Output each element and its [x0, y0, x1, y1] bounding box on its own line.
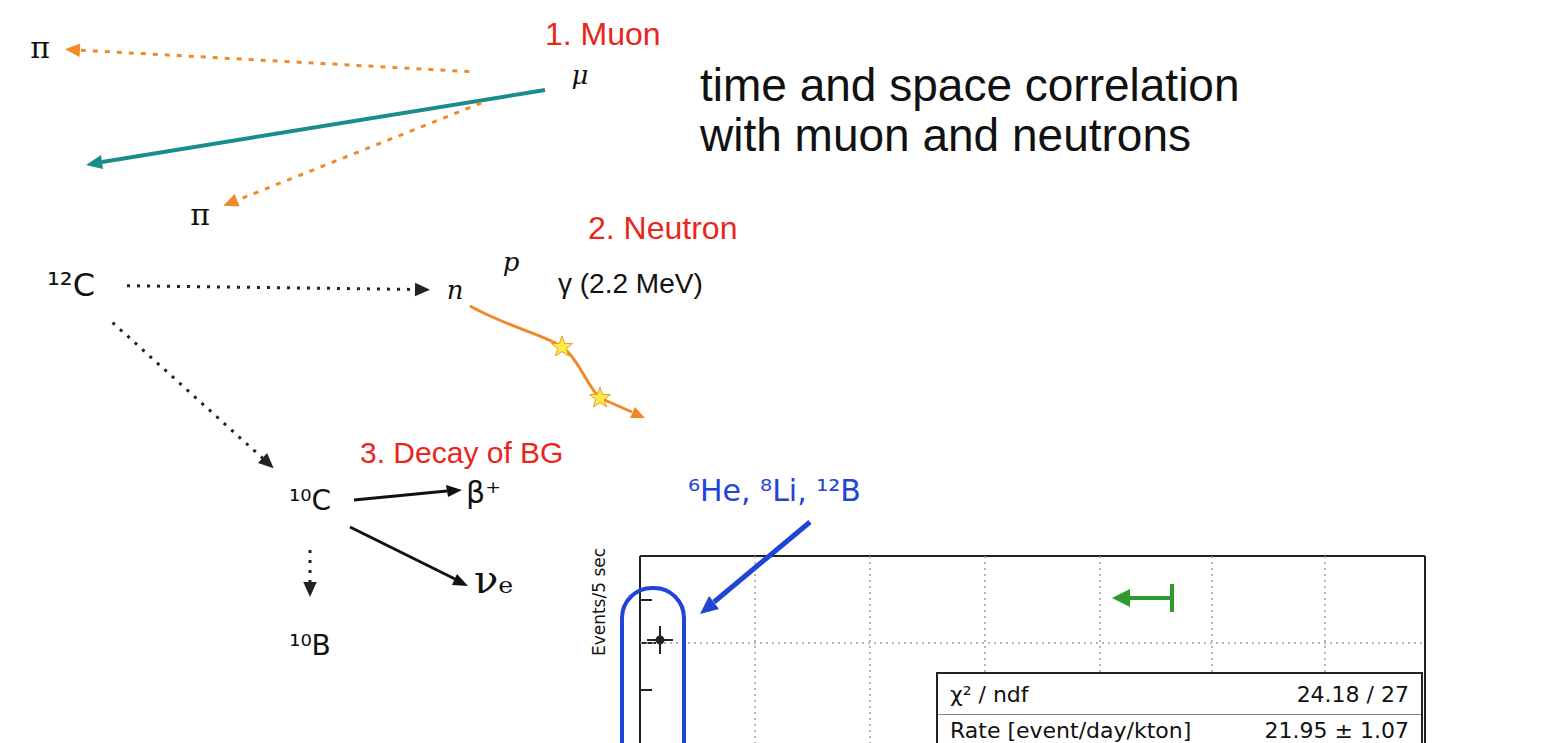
shape-fill [243, 418, 568, 703]
node-symbol: p [503, 249, 520, 275]
connector-line [127, 286, 415, 290]
cut-arrow [1112, 584, 1172, 612]
connector [303, 550, 317, 597]
arrow-head [65, 43, 80, 56]
chart-grid [640, 556, 1425, 743]
label-holder: Events/5 sec [590, 547, 612, 657]
label-holder: time and space correlation with muon and… [700, 60, 1280, 160]
text-holder: ¹⁰B [264, 600, 356, 692]
arrow-head [415, 283, 430, 296]
stats-text: χ² / ndf [950, 682, 1029, 707]
text-holder: n [433, 268, 477, 312]
connector [127, 283, 430, 296]
region-heading: 3. Decay of BG [360, 436, 563, 469]
label-holder: νₑ [474, 556, 514, 602]
text-holder: 2. Neutron [588, 210, 737, 247]
shape-fill [18, 232, 124, 338]
arrow-head [303, 582, 317, 597]
stats-cell: Rate [event/day/kton] [950, 718, 1191, 743]
axis-label: Events/5 sec [589, 548, 609, 656]
beta-arrow [354, 485, 462, 500]
connector [113, 323, 274, 469]
shape-fill [179, 194, 221, 236]
nucleus-circle: ¹²C [18, 232, 124, 338]
pointer-arrow [700, 522, 810, 614]
text-holder: p [489, 240, 533, 284]
muon-circle: μ [559, 54, 601, 96]
particle-label: νₑ [474, 556, 514, 602]
pi-circle: π [18, 26, 62, 70]
neutron-circle: n [433, 268, 477, 312]
highlight-outline [622, 588, 684, 743]
connector-line [237, 103, 481, 200]
node-symbol: ¹²C [47, 269, 95, 301]
annotation-text: time and space correlation with muon and… [700, 60, 1280, 160]
node-symbol: n [447, 277, 464, 303]
connector-line [113, 323, 263, 459]
region-heading: 2. Neutron [588, 210, 737, 246]
nucleus-circle: ¹⁰B [264, 600, 356, 692]
isotope-label: ⁶He, ⁸Li, ¹²B [688, 473, 861, 508]
arrow-head [223, 194, 239, 207]
node-symbol: π [190, 200, 210, 230]
text-holder: ¹²C [18, 232, 124, 338]
stats-cell: 21.95 ± 1.07 [1265, 718, 1409, 743]
stats-cell: 24.18 / 27 [1297, 682, 1409, 707]
shape-outline [408, 218, 742, 408]
connector [65, 43, 469, 71]
stats-cell: χ² / ndf [950, 682, 1029, 707]
gamma-track [470, 306, 645, 418]
stats-text: 24.18 / 27 [1297, 682, 1409, 707]
stats-box: χ² / ndf 24.18 / 27 Rate [event/day/kton] 2… [936, 672, 1423, 743]
shape-fill [19, 27, 61, 69]
node-symbol: π [30, 33, 50, 63]
shape-fill [408, 218, 742, 408]
neutrino-arrow [350, 527, 468, 586]
muon-region: 1. Muonμ [472, 28, 626, 124]
text-holder: π [178, 193, 222, 237]
particle-label: β⁺ [466, 475, 501, 510]
shape-fill [560, 55, 600, 95]
pi-circle: π [178, 193, 222, 237]
region-heading: 1. Muon [545, 16, 661, 52]
connector [223, 103, 481, 207]
row-divider [938, 714, 1421, 715]
connector-line [80, 50, 469, 71]
node-symbol: μ [572, 62, 589, 88]
text-holder: ¹⁰C [264, 455, 356, 547]
node-symbol: ¹⁰C [289, 487, 331, 515]
muon-track [86, 90, 545, 169]
gamma-label: γ (2.2 MeV) [558, 268, 703, 299]
decay-region: 3. Decay of BG ¹⁰C ¹⁰B [243, 418, 568, 703]
data-point [647, 626, 673, 654]
node-symbol: ¹⁰B [289, 632, 331, 660]
connector-line [309, 550, 312, 582]
shape-fill [434, 269, 476, 311]
neutron-region: 2. Neutronγ (2.2 MeV)np [408, 218, 742, 408]
chart-frame [640, 556, 1425, 743]
stats-text: Rate [event/day/kton] [950, 718, 1191, 743]
text-holder: 3. Decay of BG [360, 436, 563, 471]
text-holder: γ (2.2 MeV) [558, 268, 703, 300]
label-holder: β⁺ [466, 476, 501, 511]
stats-text: 21.95 ± 1.07 [1265, 718, 1409, 743]
nucleus-circle: ¹⁰C [264, 455, 356, 547]
label-holder: ⁶He, ⁸Li, ¹²B [688, 474, 861, 509]
text-holder: 1. Muon [545, 16, 661, 53]
text-holder: μ [559, 54, 601, 96]
shape-fill [264, 600, 356, 692]
text-holder: π [18, 26, 62, 70]
arrow-head [258, 453, 274, 468]
proton-circle: p [489, 240, 533, 284]
shape-fill [490, 241, 532, 283]
shape-fill [264, 455, 356, 547]
